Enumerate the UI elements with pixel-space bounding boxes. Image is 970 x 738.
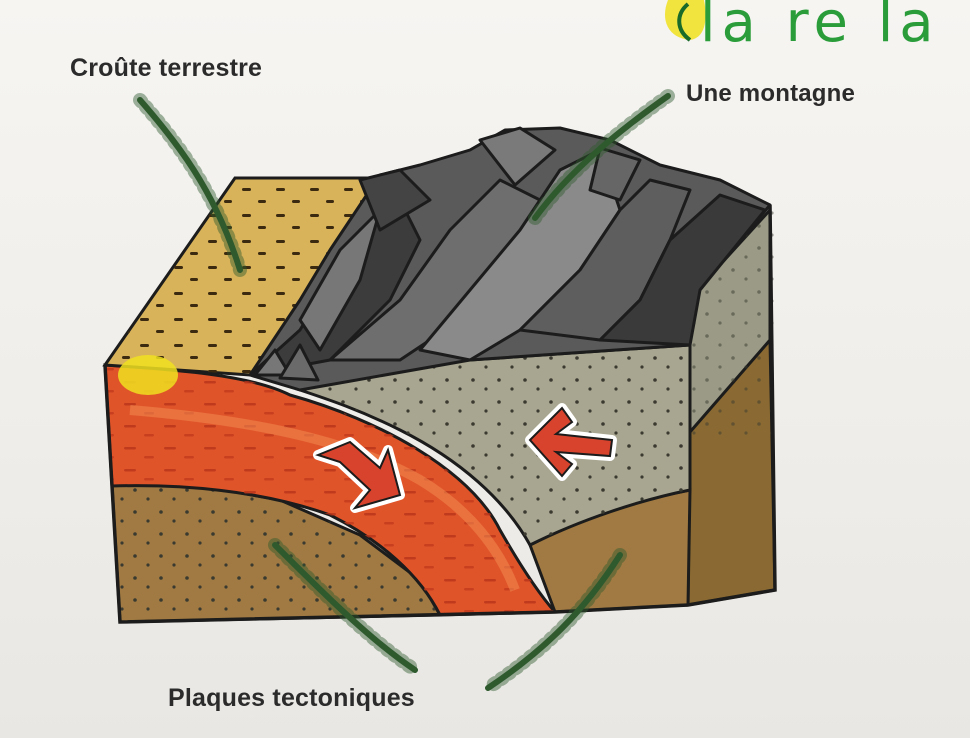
highlighter-mark-icon (118, 355, 178, 395)
handwritten-note: la re la (700, 0, 940, 55)
label-crust: Croûte terrestre (70, 54, 262, 83)
label-mountain: Une montagne (686, 80, 855, 108)
label-tectonic-plates: Plaques tectoniques (168, 684, 415, 713)
